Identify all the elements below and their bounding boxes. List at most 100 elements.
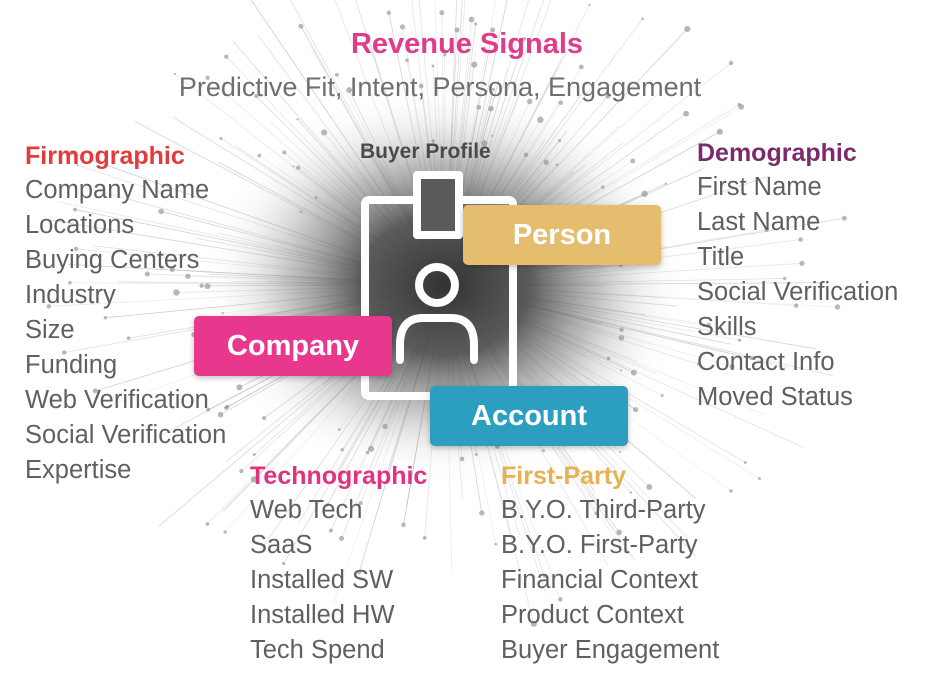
network-node [325, 503, 330, 507]
network-node [173, 72, 176, 76]
network-node [764, 227, 769, 233]
network-node [254, 94, 259, 99]
network-node [321, 129, 328, 136]
network-node [588, 3, 591, 7]
network-node [252, 453, 256, 457]
network-node [358, 500, 363, 506]
network-node [173, 289, 180, 296]
network-node [144, 271, 150, 277]
network-node [459, 456, 465, 462]
network-node [537, 116, 544, 123]
network-node [158, 208, 164, 215]
technographic-list: Web Tech SaaS Installed SW Installed HW … [250, 493, 427, 668]
network-node [204, 283, 211, 290]
network-node [418, 83, 424, 89]
network-node [479, 510, 485, 516]
network-node [73, 207, 77, 212]
network-node [68, 280, 72, 285]
network-node [221, 312, 224, 315]
network-node [618, 335, 625, 341]
network-node [474, 22, 478, 26]
network-node [491, 134, 494, 137]
network-node [282, 150, 287, 155]
network-node [793, 303, 799, 308]
network-node [250, 476, 258, 483]
network-node [474, 453, 478, 457]
network-node [743, 461, 747, 464]
network-node [224, 405, 229, 410]
network-node [386, 10, 392, 15]
network-node [619, 369, 623, 372]
network-node [46, 304, 51, 309]
network-node [488, 105, 494, 112]
network-node [616, 529, 622, 536]
network-node [729, 489, 733, 493]
network-node [523, 152, 529, 158]
network-node [199, 283, 204, 288]
network-node [684, 25, 691, 33]
network-node [69, 150, 74, 156]
network-node [185, 273, 191, 280]
person-tag: Person [463, 205, 661, 265]
network-node [282, 561, 286, 566]
network-node [74, 246, 79, 252]
network-node [619, 327, 624, 332]
network-node [356, 570, 362, 575]
network-node [702, 324, 706, 327]
network-node [346, 87, 353, 93]
network-node [338, 535, 345, 542]
list-item: Installed HW [250, 601, 395, 629]
list-item: First Name [697, 173, 822, 201]
network-node [296, 118, 299, 121]
list-item: SaaS [250, 531, 313, 559]
network-node [236, 384, 243, 391]
network-node [594, 511, 598, 516]
list-item: B.Y.O. First-Party [501, 531, 698, 559]
list-item: Social Verification [697, 278, 899, 306]
demographic-group: Demographic First Name Last Name Title S… [697, 136, 898, 415]
network-node [605, 93, 611, 99]
diagram-title: Revenue Signals [350, 28, 584, 60]
network-node [601, 185, 605, 189]
network-node [205, 522, 210, 526]
network-node [490, 27, 496, 33]
network-node [364, 146, 369, 151]
network-node [491, 87, 495, 91]
network-node [422, 536, 427, 540]
list-item: Financial Context [501, 566, 699, 594]
technographic-heading: Technographic [250, 462, 428, 490]
network-node [555, 163, 559, 167]
list-item: Funding [25, 351, 118, 379]
buyer-profile-label: Buyer Profile [360, 140, 491, 163]
network-node [292, 165, 295, 168]
network-node [476, 104, 482, 110]
network-node [799, 260, 805, 266]
technographic-group: Technographic Web Tech SaaS Installed SW… [250, 459, 427, 668]
network-node [706, 322, 711, 327]
network-node [443, 53, 447, 57]
network-node [660, 393, 664, 397]
demographic-heading: Demographic [697, 139, 857, 167]
network-node [683, 110, 690, 117]
network-node [737, 338, 742, 342]
network-node [716, 128, 723, 135]
network-node [558, 597, 563, 602]
network-node [368, 445, 375, 452]
network-node [471, 61, 478, 68]
network-node [219, 137, 223, 141]
first-party-list: B.Y.O. Third-Party B.Y.O. First-Party Fi… [501, 493, 719, 668]
network-node [299, 210, 303, 214]
list-item: Web Verification [25, 386, 209, 414]
list-item: Last Name [697, 208, 821, 236]
network-node [169, 267, 175, 273]
list-item: Title [697, 243, 745, 271]
list-item: Social Verification [25, 421, 227, 449]
demographic-list: First Name Last Name Title Social Verifi… [697, 170, 898, 415]
network-node [206, 407, 211, 412]
network-node [633, 407, 639, 413]
network-node [834, 304, 841, 310]
network-node [664, 182, 667, 185]
network-node [382, 423, 388, 430]
